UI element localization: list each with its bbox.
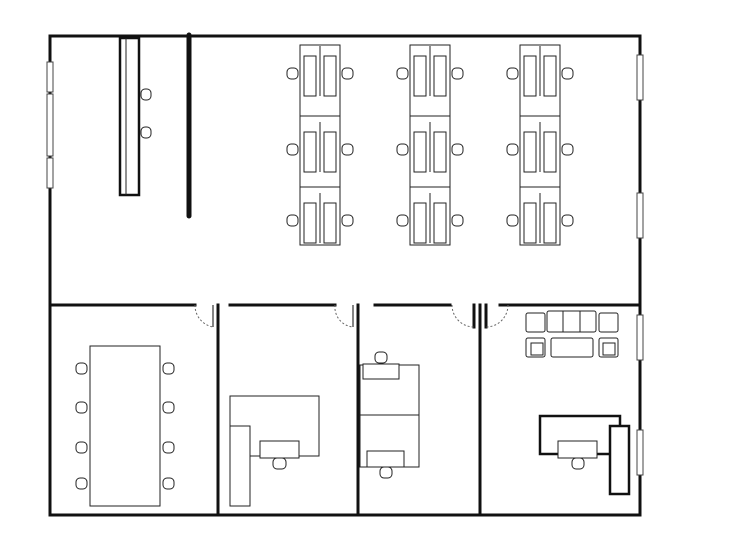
desk-pad: [543, 55, 557, 97]
meeting-chairs: [75, 362, 175, 490]
desk-pad: [433, 55, 447, 97]
office-b-chair-top: [374, 351, 388, 364]
desk-pad: [303, 55, 317, 97]
director-chair-back: [557, 440, 598, 459]
director-return: [608, 424, 631, 496]
desk-pad: [303, 202, 317, 244]
chair: [286, 143, 299, 156]
desk-pad: [323, 55, 337, 97]
chair: [396, 67, 409, 80]
meeting-chair: [75, 362, 88, 375]
office-b: [359, 351, 420, 479]
interior-walls: [48, 303, 642, 517]
desk-pad: [303, 131, 317, 173]
office-a-chair-back: [259, 440, 300, 459]
chair: [506, 143, 519, 156]
desk-pad: [323, 131, 337, 173]
office-a: [229, 395, 320, 507]
chair: [451, 214, 464, 227]
director-chair: [571, 457, 585, 470]
windows: [46, 54, 644, 476]
desk-pad: [523, 131, 537, 173]
chair: [341, 143, 354, 156]
chair: [341, 67, 354, 80]
chair: [451, 67, 464, 80]
meeting-chair: [162, 362, 175, 375]
chair: [396, 214, 409, 227]
chair: [286, 67, 299, 80]
chair: [506, 214, 519, 227]
desk-pad: [543, 131, 557, 173]
desk-pad: [323, 202, 337, 244]
meeting-chair: [162, 441, 175, 454]
office-b-chair-back-bottom: [366, 450, 405, 468]
desk-pad: [413, 202, 427, 244]
chair: [286, 214, 299, 227]
door-swings: [194, 304, 509, 328]
desk-pad: [523, 55, 537, 97]
chair: [451, 143, 464, 156]
workstation-clusters: [286, 44, 574, 246]
meeting-chair: [75, 477, 88, 490]
desk-pad: [413, 55, 427, 97]
meeting-table: [89, 345, 161, 507]
office-b-chair-back-top: [362, 363, 400, 380]
chair: [561, 67, 574, 80]
office-a-return: [229, 425, 251, 507]
sofa-top: [546, 310, 597, 333]
chair: [561, 143, 574, 156]
desk-pad: [433, 131, 447, 173]
desk-pad: [543, 202, 557, 244]
desk-pad: [523, 202, 537, 244]
chair: [341, 214, 354, 227]
meeting-chair: [75, 441, 88, 454]
meeting-room: [75, 345, 175, 507]
chair: [396, 143, 409, 156]
desk-pad: [433, 202, 447, 244]
office-b-chair-bottom: [379, 466, 393, 479]
meeting-chair: [75, 401, 88, 414]
director-office: [525, 310, 631, 496]
coffee-table: [550, 337, 594, 358]
chair: [506, 67, 519, 80]
meeting-chair: [162, 477, 175, 490]
chair: [561, 214, 574, 227]
desk-pad: [413, 131, 427, 173]
outer-wall: [48, 34, 642, 517]
meeting-chair: [162, 401, 175, 414]
office-a-chair: [272, 457, 287, 470]
counter: [118, 36, 152, 197]
